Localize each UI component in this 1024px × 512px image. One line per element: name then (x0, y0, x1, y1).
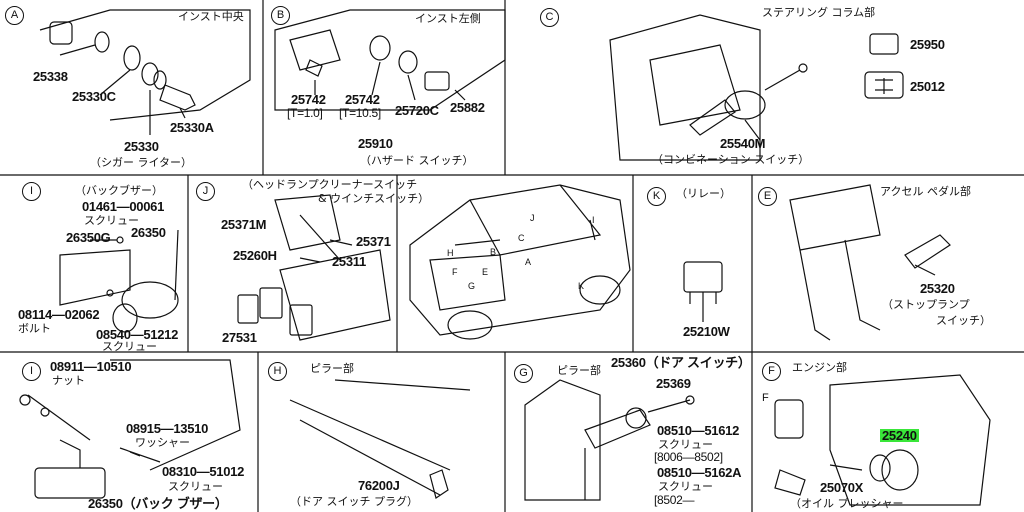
part-number: 08911―10510 (50, 359, 132, 374)
truck-callout: I (592, 215, 595, 225)
part-number: 08310―51012 (162, 464, 244, 479)
panel-j-title-2: & ウインチスイッチ） (318, 192, 430, 205)
part-type: ボルト (18, 322, 51, 335)
panel-e-callout: E (758, 187, 777, 206)
part-number: 25070X (820, 480, 864, 495)
panel-b-callout: B (271, 6, 290, 25)
panel-e-title: アクセル ペダル部 (880, 185, 971, 198)
part-number: 25742 (345, 92, 380, 107)
panel-b-caption: （ハザード スイッチ） (360, 154, 474, 167)
part-number: 08510―5162A (657, 465, 742, 480)
part-type: スクリュー (658, 480, 713, 493)
part-number: 25330 (124, 139, 159, 154)
part-number: 25338 (33, 69, 68, 84)
panel-k-callout: K (647, 187, 666, 206)
part-spec: [8006―8502] (654, 450, 723, 464)
panel-a-title: インスト中央 (178, 10, 244, 23)
part-number: 25720C (395, 103, 439, 118)
part-number: 25360（ドア スイッチ） (611, 355, 751, 370)
panel-g-title: ピラー部 (557, 364, 601, 377)
truck-callout: K (578, 281, 584, 291)
truck-callout: J (530, 213, 535, 223)
panel-f-callout: F (762, 362, 781, 381)
truck-callout: B (490, 247, 496, 257)
part-number: 25320 (920, 281, 955, 296)
panel-c-callout: C (540, 8, 559, 27)
part-number: 25371M (221, 217, 267, 232)
part-spec: [T=1.0] (287, 106, 323, 120)
truck-callout: C (518, 233, 525, 243)
highlighted-part-number: 25240 (880, 428, 919, 443)
truck-callout: H (447, 248, 454, 258)
part-number: 25540M (720, 136, 766, 151)
part-number: 25330C (72, 89, 116, 104)
part-number: 08114―02062 (18, 307, 100, 322)
panel-h-caption: （ドア スイッチ プラグ） (290, 495, 418, 508)
panel-a-callout: A (5, 6, 24, 25)
panel-g-callout: G (514, 364, 533, 383)
part-number: 08510―51612 (657, 423, 739, 438)
panel-i-upper-callout: I (22, 182, 41, 201)
truck-callout: A (525, 257, 531, 267)
panel-f-caption: （オイル プレッシャー (790, 497, 904, 510)
part-number: 25950 (910, 37, 945, 52)
part-number: 25330A (170, 120, 214, 135)
part-type: スクリュー (658, 438, 713, 451)
part-number: 76200J (358, 478, 400, 493)
part-type: スクリュー (102, 340, 157, 353)
panel-j-title: （ヘッドランプクリーナースイッチ (242, 178, 418, 191)
panel-c-caption: （コンビネーション スイッチ） (652, 153, 810, 166)
part-number: 25371 (356, 234, 391, 249)
panel-k-title: （リレー） (676, 187, 731, 200)
truck-callout: E (482, 267, 488, 277)
part-number: 25910 (358, 136, 393, 151)
part-number: 25742 (291, 92, 326, 107)
part-number: 25369 (656, 376, 691, 391)
panel-e-caption-2: スイッチ） (936, 314, 991, 327)
part-number: 08915―13510 (126, 421, 208, 436)
part-type: スクリュー (168, 480, 223, 493)
part-number: 27531 (222, 330, 257, 345)
part-spec: [8502― (654, 493, 695, 507)
part-number: 26350G (66, 230, 111, 245)
panel-e-caption: （ストップランプ (882, 298, 970, 311)
panel-c-title: ステアリング コラム部 (762, 6, 876, 19)
part-number: 25210W (683, 324, 730, 339)
panel-i-note: （バックブザー） (75, 184, 163, 197)
panel-h-callout: H (268, 362, 287, 381)
panel-i-lower-callout: I (22, 362, 41, 381)
part-number: 08540―51212 (96, 327, 178, 342)
panel-j-callout: J (196, 182, 215, 201)
part-type: スクリュー (84, 214, 139, 227)
panel-b-title: インスト左側 (415, 12, 481, 25)
panel-f-title: エンジン部 (792, 361, 847, 374)
part-type: ナット (52, 374, 85, 387)
part-number: 25311 (332, 254, 366, 269)
panel-a-caption: （シガー ライター） (90, 156, 193, 169)
panel-f-sub: F (762, 392, 769, 404)
part-number: 25012 (910, 79, 945, 94)
part-number: 25882 (450, 100, 485, 115)
truck-callout: F (452, 267, 458, 277)
part-type: ワッシャー (135, 436, 190, 449)
part-spec: [T=10.5] (339, 106, 381, 120)
truck-callout: G (468, 281, 475, 291)
part-number: 26350 (131, 225, 166, 240)
part-number: 25260H (233, 248, 277, 263)
part-number: 01461―00061 (82, 199, 164, 214)
panel-h-title: ピラー部 (310, 362, 354, 375)
part-number: 26350（バック ブザー） (88, 496, 228, 511)
